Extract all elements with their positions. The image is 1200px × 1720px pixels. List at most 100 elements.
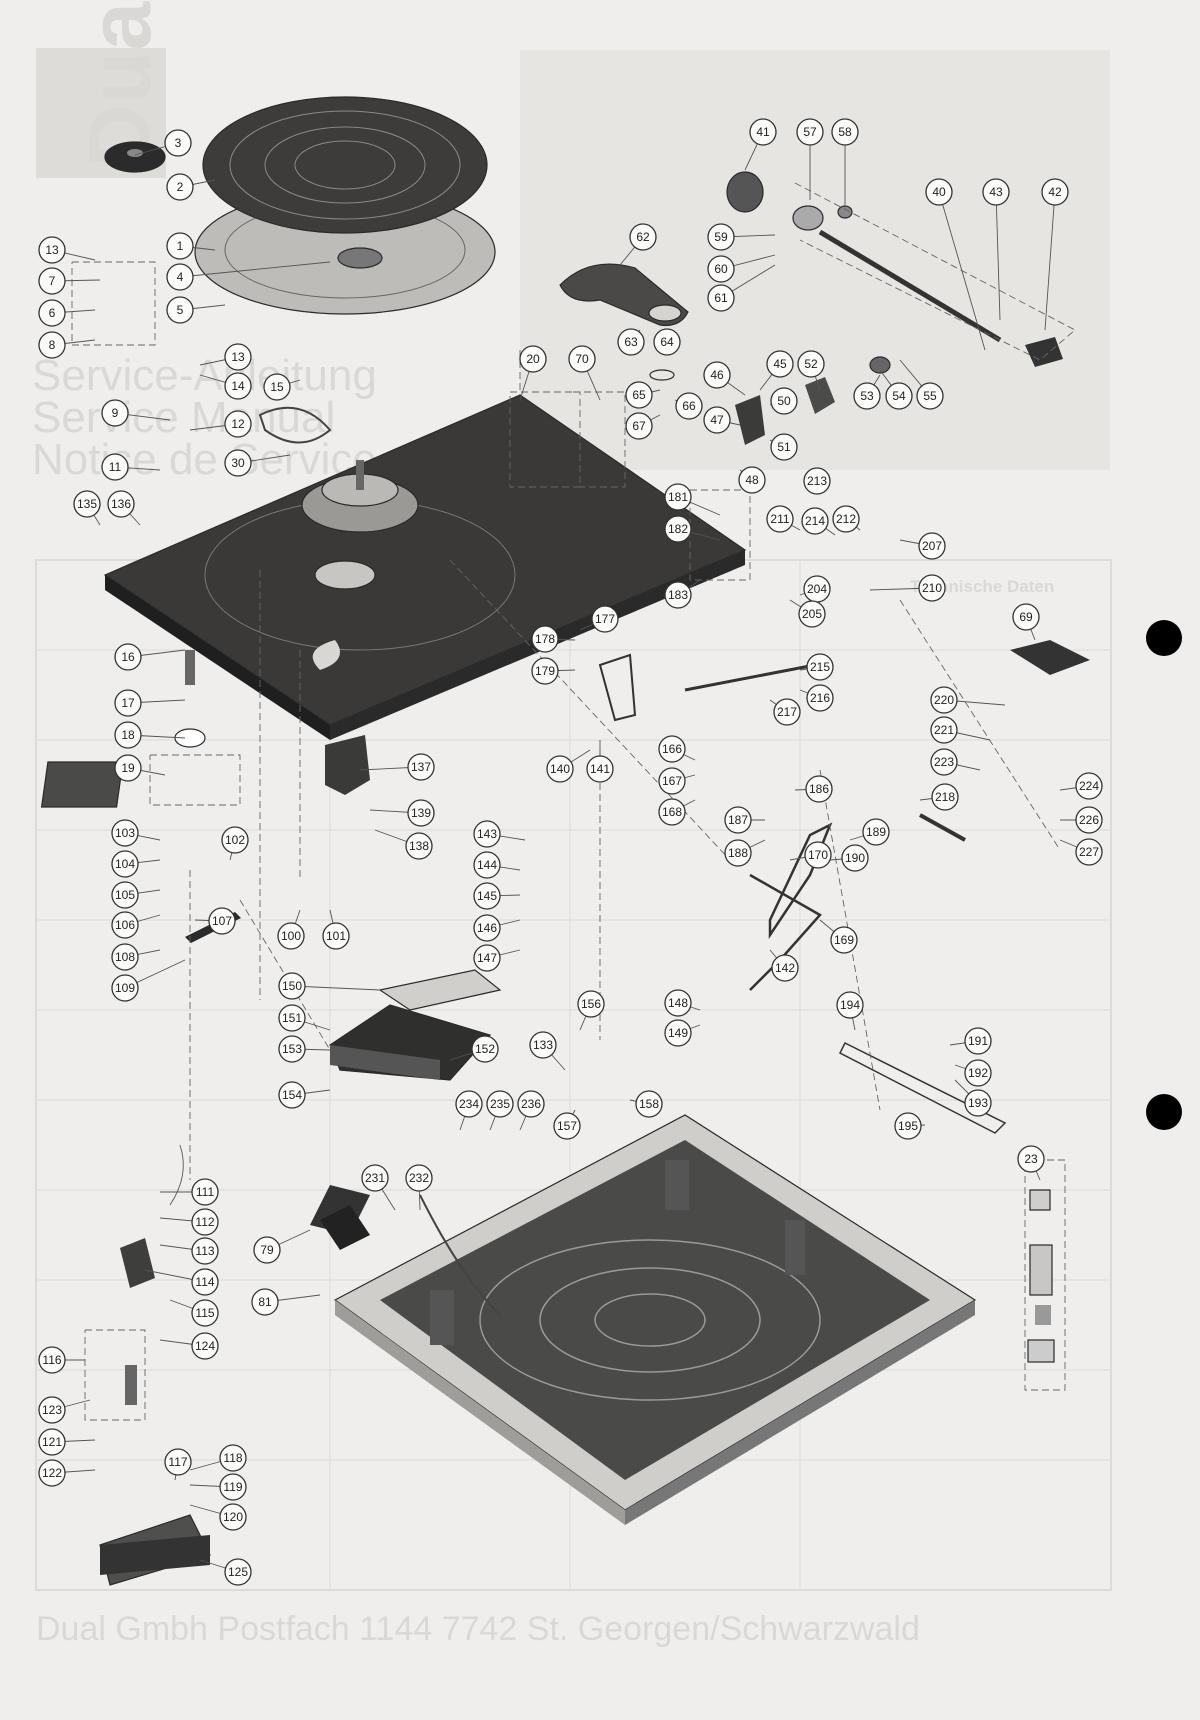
callout-circle bbox=[931, 783, 959, 811]
callout-number: 17 bbox=[121, 696, 135, 710]
part-callout: 194 bbox=[836, 991, 864, 1019]
callout-number: 112 bbox=[195, 1215, 214, 1229]
callout-circle bbox=[107, 490, 135, 518]
part-callout: 114 bbox=[191, 1268, 219, 1296]
callout-number: 148 bbox=[668, 996, 688, 1010]
part-callout: 217 bbox=[773, 698, 801, 726]
part-callout: 236 bbox=[517, 1090, 545, 1118]
callout-number: 69 bbox=[1019, 610, 1033, 624]
callout-number: 220 bbox=[934, 693, 954, 707]
callout-circle bbox=[724, 839, 752, 867]
part-callout: 150 bbox=[278, 972, 306, 1000]
callout-circle bbox=[964, 1027, 992, 1055]
callout-number: 205 bbox=[802, 607, 822, 621]
part-callout: 13 bbox=[38, 236, 66, 264]
callout-circle bbox=[111, 819, 139, 847]
callout-circle bbox=[221, 826, 249, 854]
binder-punch-hole-top bbox=[1146, 620, 1182, 656]
callout-circle bbox=[1041, 178, 1069, 206]
callout-circle bbox=[111, 943, 139, 971]
part-callout: 223 bbox=[930, 748, 958, 776]
part-callout: 2 bbox=[166, 173, 194, 201]
callout-circle bbox=[930, 748, 958, 776]
callout-circle bbox=[832, 505, 860, 533]
callout-number: 149 bbox=[668, 1026, 688, 1040]
callout-circle bbox=[278, 972, 306, 1000]
binder-punch-hole-bottom bbox=[1146, 1094, 1182, 1130]
callout-circle bbox=[724, 806, 752, 834]
part-callout: 143 bbox=[473, 820, 501, 848]
callout-number: 4 bbox=[177, 270, 184, 284]
callout-number: 118 bbox=[223, 1451, 242, 1465]
callout-circle bbox=[629, 223, 657, 251]
part-callout: 117 bbox=[164, 1448, 192, 1476]
callout-circle bbox=[675, 392, 703, 420]
part-callout: 232 bbox=[405, 1164, 433, 1192]
callout-number: 141 bbox=[590, 762, 610, 776]
part-callout: 122 bbox=[38, 1459, 66, 1487]
callout-number: 9 bbox=[112, 406, 119, 420]
callout-number: 121 bbox=[42, 1435, 62, 1449]
part-callout: 70 bbox=[568, 345, 596, 373]
callout-number: 223 bbox=[934, 755, 954, 769]
callout-number: 30 bbox=[231, 456, 245, 470]
part-callout: 109 bbox=[111, 974, 139, 1002]
callout-number: 167 bbox=[662, 774, 682, 788]
callout-number: 53 bbox=[860, 389, 874, 403]
part-callout: 168 bbox=[658, 798, 686, 826]
callout-circle bbox=[1075, 806, 1103, 834]
callout-circle bbox=[703, 406, 731, 434]
part-callout: 14 bbox=[224, 372, 252, 400]
ghost-heading-de: Service-Anleitung bbox=[32, 351, 377, 400]
callout-number: 211 bbox=[770, 512, 789, 526]
callout-number: 224 bbox=[1079, 779, 1099, 793]
callout-number: 169 bbox=[834, 933, 854, 947]
callout-number: 194 bbox=[840, 998, 860, 1012]
callout-circle bbox=[529, 1031, 557, 1059]
part-callout: 113 bbox=[191, 1237, 219, 1265]
callout-circle bbox=[191, 1299, 219, 1327]
part-callout: 177 bbox=[591, 605, 619, 633]
callout-number: 154 bbox=[282, 1088, 302, 1102]
callout-circle bbox=[73, 490, 101, 518]
callout-number: 122 bbox=[42, 1466, 62, 1480]
callout-number: 135 bbox=[77, 497, 97, 511]
part-callout: 60 bbox=[707, 255, 735, 283]
callout-circle bbox=[982, 178, 1010, 206]
callout-circle bbox=[191, 1237, 219, 1265]
part-callout: 16 bbox=[114, 643, 142, 671]
callout-circle bbox=[804, 841, 832, 869]
part-callout: 62 bbox=[629, 223, 657, 251]
callout-number: 182 bbox=[668, 522, 688, 536]
callout-number: 147 bbox=[477, 951, 497, 965]
part-callout: 227 bbox=[1075, 838, 1103, 866]
callout-number: 157 bbox=[557, 1119, 577, 1133]
part-callout: 147 bbox=[473, 944, 501, 972]
part-callout: 215 bbox=[806, 653, 834, 681]
callout-number: 145 bbox=[477, 889, 497, 903]
part-callout: 136 bbox=[107, 490, 135, 518]
callout-circle bbox=[617, 328, 645, 356]
callout-circle bbox=[830, 926, 858, 954]
callout-circle bbox=[797, 350, 825, 378]
callout-number: 1 bbox=[177, 239, 184, 253]
callout-circle bbox=[1075, 772, 1103, 800]
callout-circle bbox=[1075, 838, 1103, 866]
callout-number: 189 bbox=[866, 825, 886, 839]
callout-number: 192 bbox=[968, 1066, 988, 1080]
part-callout: 116 bbox=[38, 1346, 66, 1374]
part-callout: 139 bbox=[407, 799, 435, 827]
callout-circle bbox=[38, 299, 66, 327]
callout-circle bbox=[38, 331, 66, 359]
part-callout: 66 bbox=[675, 392, 703, 420]
part-callout: 7 bbox=[38, 267, 66, 295]
part-callout: 144 bbox=[473, 851, 501, 879]
callout-circle bbox=[471, 1035, 499, 1063]
part-callout: 152 bbox=[471, 1035, 499, 1063]
callout-number: 221 bbox=[934, 723, 954, 737]
callout-number: 207 bbox=[922, 539, 942, 553]
callout-circle bbox=[322, 922, 350, 950]
part-callout: 218 bbox=[931, 783, 959, 811]
